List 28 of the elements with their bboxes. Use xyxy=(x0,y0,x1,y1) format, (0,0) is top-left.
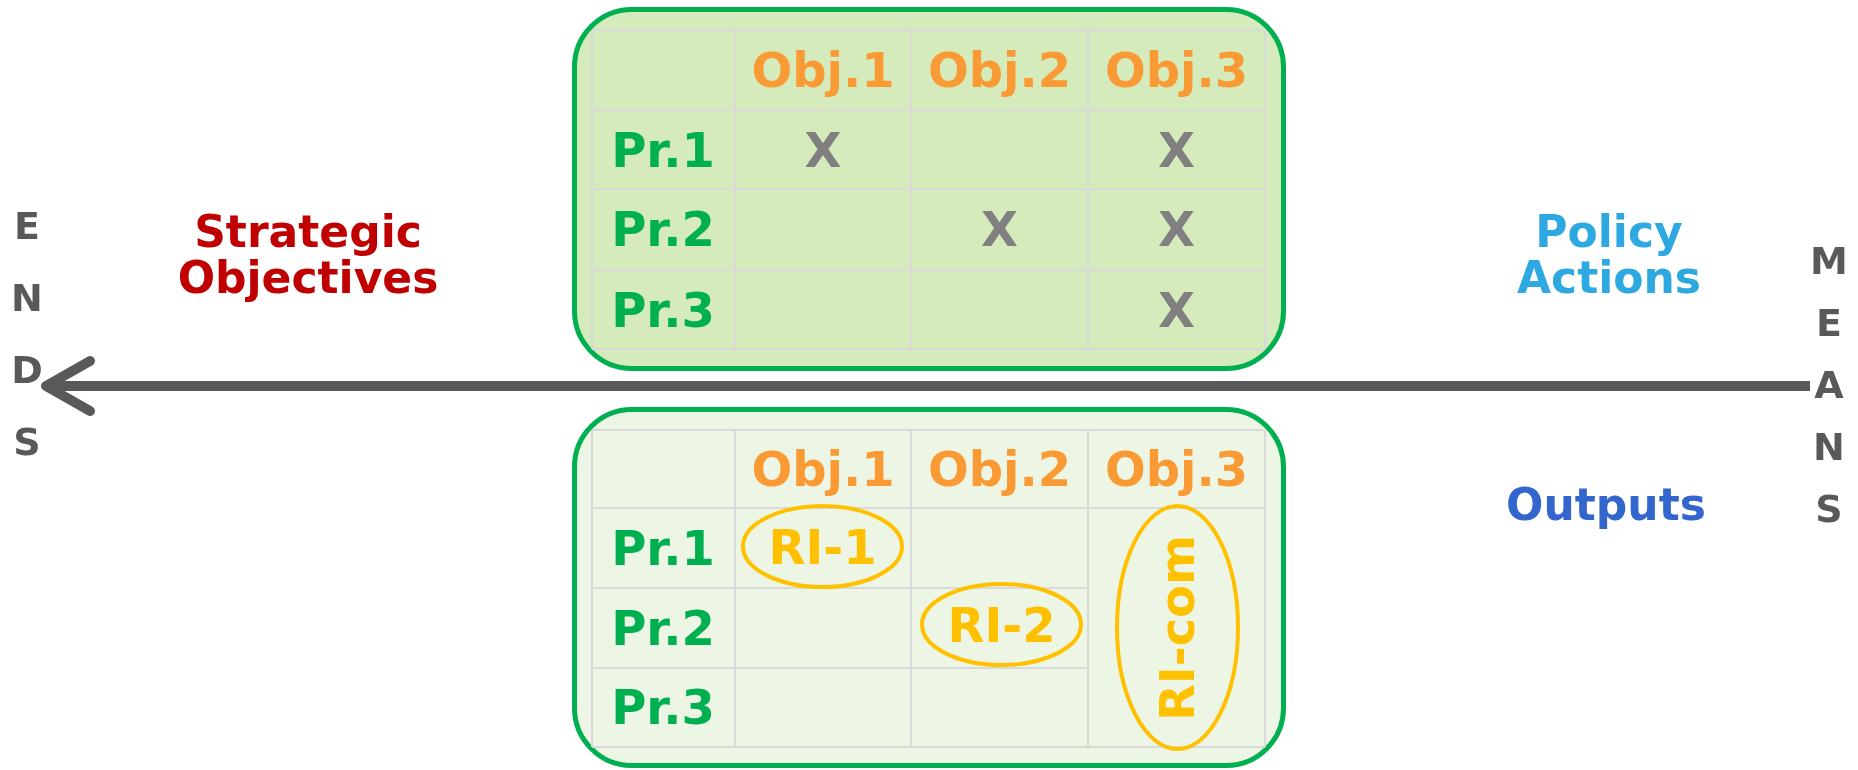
highlight-ellipse: RI-1 xyxy=(741,504,904,589)
heading-label: Outputs xyxy=(1506,481,1706,529)
heading-label: Strategic Objectives xyxy=(176,208,440,302)
highlight-ellipse: RI-2 xyxy=(920,582,1083,667)
cell-mark: X xyxy=(804,124,842,176)
cell-mark: X xyxy=(1158,284,1195,336)
column-header: Obj.1 xyxy=(751,443,895,495)
cell-mark: X xyxy=(1158,124,1195,176)
column-header: Obj.3 xyxy=(1104,443,1249,495)
column-header: Obj.2 xyxy=(927,443,1072,495)
table-panel xyxy=(572,407,1286,768)
row-header: Pr.2 xyxy=(611,602,715,654)
table-panel xyxy=(572,7,1286,371)
row-header: Pr.3 xyxy=(611,284,715,336)
row-header: Pr.3 xyxy=(611,681,715,733)
heading-label: Policy Actions xyxy=(1516,208,1702,302)
row-header: Pr.2 xyxy=(611,203,715,255)
highlight-ellipse: RI-com xyxy=(1115,504,1240,751)
row-header: Pr.1 xyxy=(611,124,715,176)
vertical-text: ENDS xyxy=(8,190,46,478)
column-header: Obj.1 xyxy=(751,44,895,96)
cell-mark: X xyxy=(1158,203,1195,255)
column-header: Obj.3 xyxy=(1104,44,1249,96)
row-header: Pr.1 xyxy=(611,522,715,574)
vertical-text: MEANS xyxy=(1810,230,1848,540)
column-header: Obj.2 xyxy=(927,44,1072,96)
cell-mark: X xyxy=(981,203,1018,255)
arrow xyxy=(41,356,1810,416)
